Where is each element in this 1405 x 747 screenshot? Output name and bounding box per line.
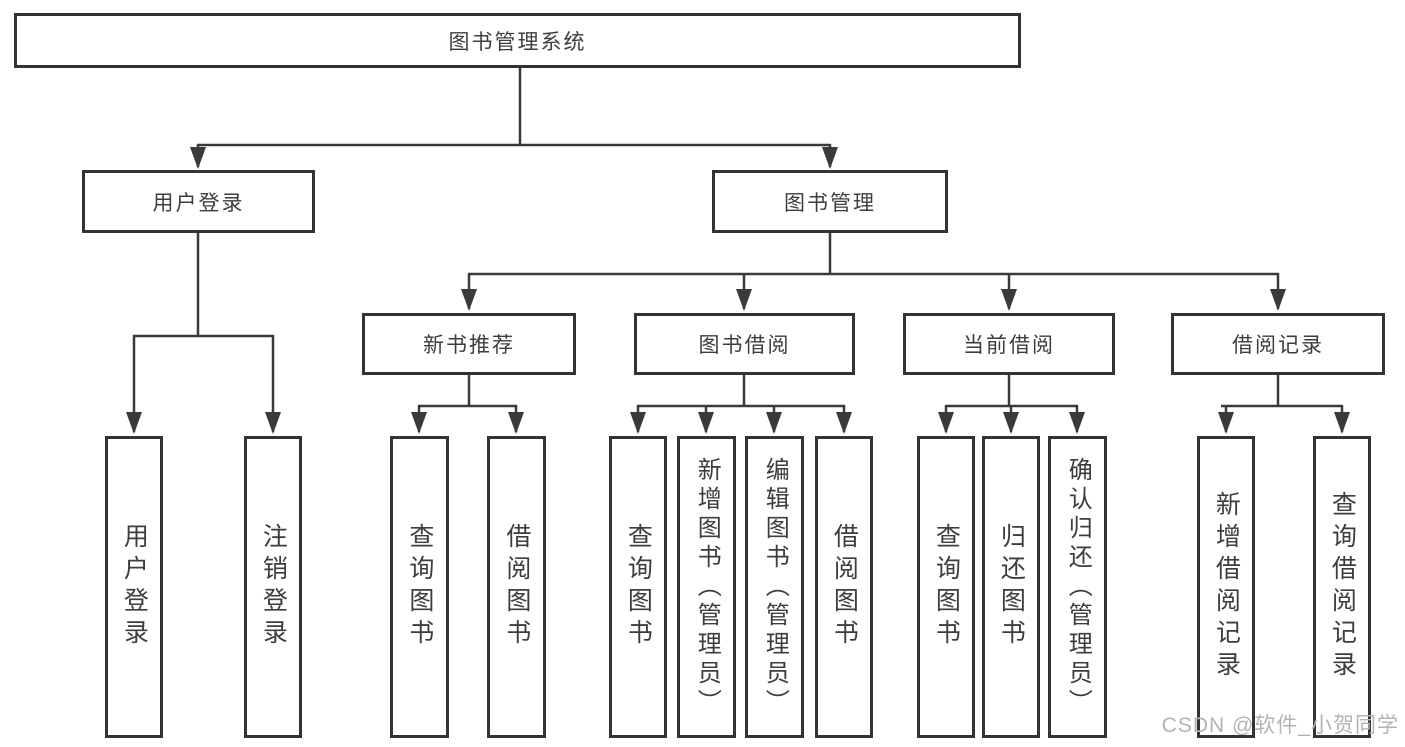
node-label: 归还图书 <box>997 523 1026 651</box>
leaf-edit-book-admin: 编辑图书（管理员） <box>745 436 804 738</box>
leaf-query-borrow-record: 查询借阅记录 <box>1313 436 1371 738</box>
leaf-add-borrow-record: 新增借阅记录 <box>1197 436 1255 738</box>
node-label: 用户登录 <box>152 191 245 215</box>
node-label: 查询图书 <box>932 523 961 651</box>
node-user-login: 用户登录 <box>82 170 315 233</box>
leaf-logout: 注销登录 <box>244 436 302 738</box>
leaf-add-book-admin: 新增图书（管理员） <box>677 436 736 738</box>
edges-borrow-records-branch <box>1218 375 1350 434</box>
leaf-query-book-current: 查询图书 <box>917 436 975 738</box>
node-label: 借阅记录 <box>1232 334 1324 357</box>
node-label: 查询借阅记录 <box>1328 491 1357 683</box>
node-root-system: 图书管理系统 <box>14 13 1021 68</box>
node-current-borrow: 当前借阅 <box>903 313 1115 375</box>
node-label: 查询图书 <box>405 523 434 651</box>
node-label: 新书推荐 <box>423 334 515 357</box>
leaf-user-login: 用户登录 <box>105 436 163 738</box>
edges-root-to-level2 <box>190 68 838 169</box>
node-label: 图书管理 <box>784 191 876 215</box>
edges-book-borrow-branch <box>630 375 852 434</box>
node-label: 确认归还（管理员） <box>1064 456 1092 718</box>
csdn-watermark: CSDN @软件_小贺同学 <box>1161 714 1399 737</box>
node-label: 注销登录 <box>259 523 288 651</box>
node-borrow-records: 借阅记录 <box>1171 313 1385 375</box>
node-new-book-recommend: 新书推荐 <box>362 313 576 375</box>
leaf-confirm-return-admin: 确认归还（管理员） <box>1048 436 1107 738</box>
node-label: 新增借阅记录 <box>1212 491 1241 683</box>
node-book-borrow: 图书借阅 <box>634 313 855 375</box>
leaf-return-book: 归还图书 <box>982 436 1040 738</box>
edges-book-management-branch <box>461 233 1286 311</box>
leaf-query-book-recommend: 查询图书 <box>390 436 449 738</box>
leaf-borrow-book: 借阅图书 <box>815 436 873 738</box>
node-label: 借阅图书 <box>502 523 531 651</box>
edges-user-login-branch <box>126 233 281 434</box>
leaf-borrow-book-recommend: 借阅图书 <box>487 436 546 738</box>
node-label: 图书管理系统 <box>448 30 587 54</box>
node-label: 查询图书 <box>624 523 653 651</box>
node-label: 新增图书（管理员） <box>693 456 721 718</box>
node-label: 编辑图书（管理员） <box>761 456 789 718</box>
node-label: 当前借阅 <box>963 334 1055 357</box>
edges-current-borrow-branch <box>938 375 1085 434</box>
node-label: 借阅图书 <box>830 523 859 651</box>
node-label: 用户登录 <box>120 523 149 651</box>
node-book-management: 图书管理 <box>712 170 948 233</box>
leaf-query-book-borrow: 查询图书 <box>609 436 667 738</box>
node-label: 图书借阅 <box>698 334 791 357</box>
edges-new-book-recommend-branch <box>411 375 524 434</box>
